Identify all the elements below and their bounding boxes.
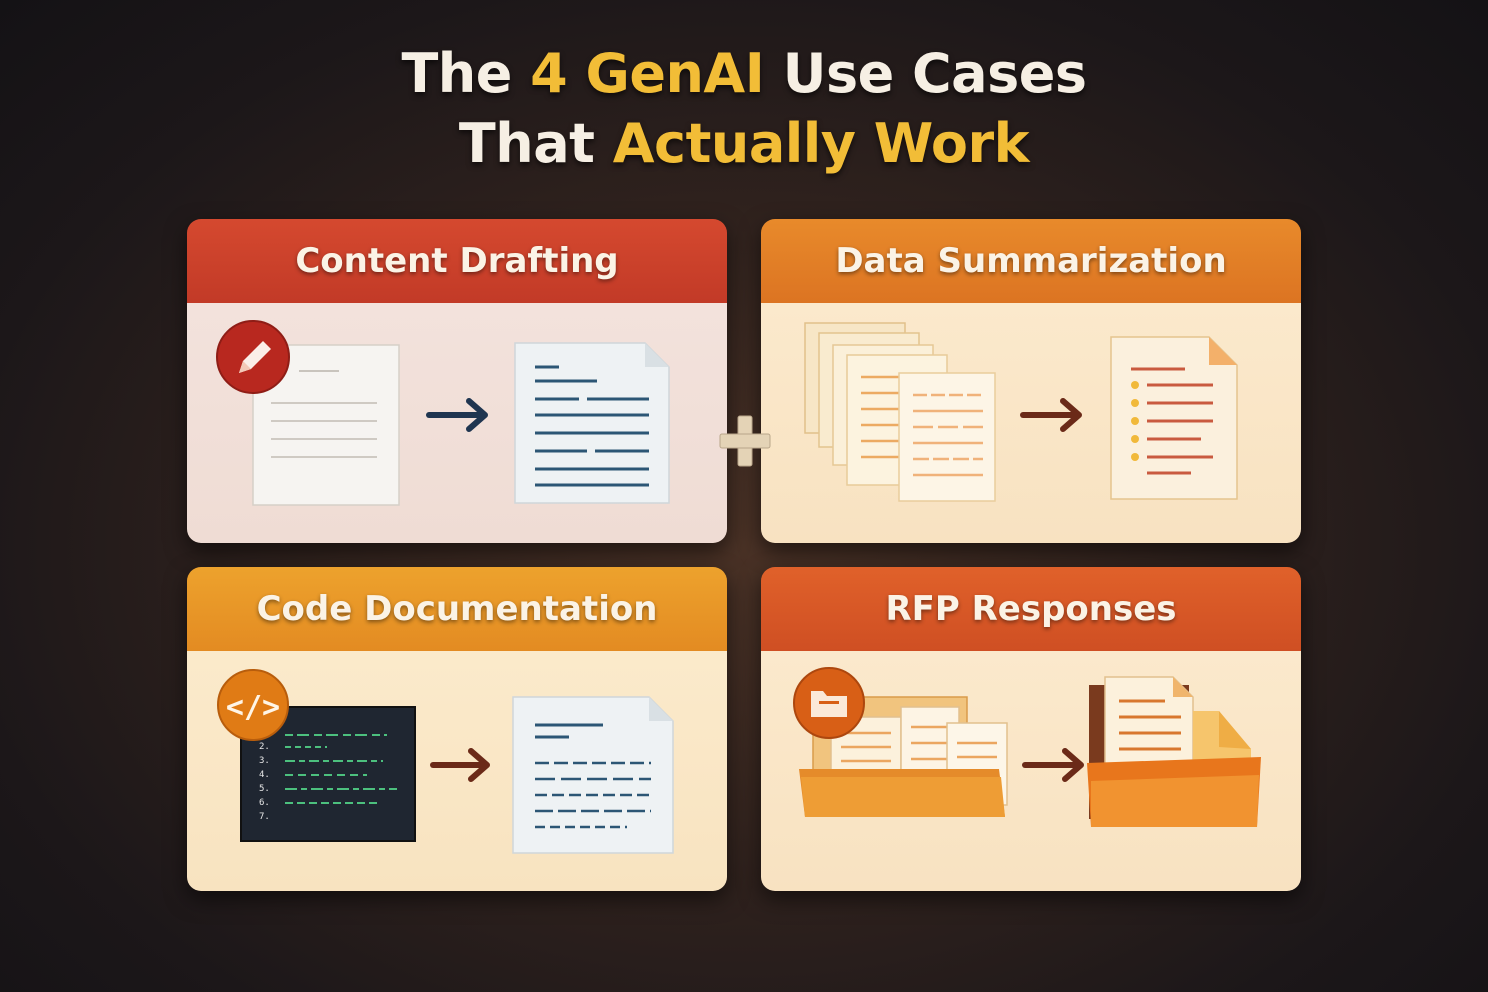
code-line-number: 2. bbox=[259, 742, 270, 752]
summary-document-icon bbox=[1110, 336, 1238, 500]
data-summarization-illustration bbox=[804, 322, 1238, 502]
folder-icon bbox=[793, 667, 865, 739]
code-badge-glyph: </> bbox=[226, 690, 280, 725]
headline-line-1-pre: The bbox=[401, 42, 531, 105]
card-code-documentation: Code Documentation 2. 3. 4. 5. 6. 7. bbox=[187, 567, 727, 891]
code-line-number: 5. bbox=[259, 784, 270, 794]
card-body-data-summarization bbox=[761, 303, 1301, 543]
headline-highlight-2: Actually Work bbox=[612, 112, 1030, 175]
code-line-number: 3. bbox=[259, 756, 270, 766]
code-line-number: 4. bbox=[259, 770, 270, 780]
stacked-documents-icon bbox=[804, 322, 996, 502]
headline-line-2: That Actually Work bbox=[0, 112, 1488, 175]
content-drafting-illustration bbox=[216, 320, 670, 506]
code-icon: </> bbox=[217, 669, 289, 741]
arrow-right-icon bbox=[430, 748, 490, 782]
pencil-icon bbox=[216, 320, 290, 394]
code-line-number: 7. bbox=[259, 812, 270, 822]
rfp-responses-illustration bbox=[793, 667, 1261, 827]
headline-line-2-pre: That bbox=[458, 112, 613, 175]
headline-highlight-1: 4 GenAI bbox=[530, 42, 765, 105]
headline-line-1: The 4 GenAI Use Cases bbox=[0, 42, 1488, 105]
code-documentation-illustration: 2. 3. 4. 5. 6. 7. </> bbox=[217, 669, 674, 854]
plus-icon bbox=[719, 415, 771, 467]
card-body-rfp-responses bbox=[761, 651, 1301, 891]
input-folder-icon bbox=[799, 696, 1008, 817]
card-body-content-drafting bbox=[187, 303, 727, 543]
documentation-page-icon bbox=[512, 696, 674, 854]
finished-document-icon bbox=[514, 342, 670, 504]
arrow-right-icon bbox=[1022, 748, 1084, 782]
response-folder-icon bbox=[1087, 676, 1261, 827]
card-data-summarization: Data Summarization bbox=[761, 219, 1301, 543]
headline-line-1-post: Use Cases bbox=[764, 42, 1087, 105]
card-rfp-responses: RFP Responses bbox=[761, 567, 1301, 891]
arrow-right-icon bbox=[1020, 398, 1082, 432]
card-content-drafting: Content Drafting bbox=[187, 219, 727, 543]
card-title-data-summarization: Data Summarization bbox=[761, 219, 1301, 303]
card-body-code-documentation: 2. 3. 4. 5. 6. 7. </> bbox=[187, 651, 727, 891]
card-title-content-drafting: Content Drafting bbox=[187, 219, 727, 303]
card-title-code-documentation: Code Documentation bbox=[187, 567, 727, 651]
code-line-number: 6. bbox=[259, 798, 270, 808]
card-title-rfp-responses: RFP Responses bbox=[761, 567, 1301, 651]
arrow-right-icon bbox=[426, 398, 488, 432]
